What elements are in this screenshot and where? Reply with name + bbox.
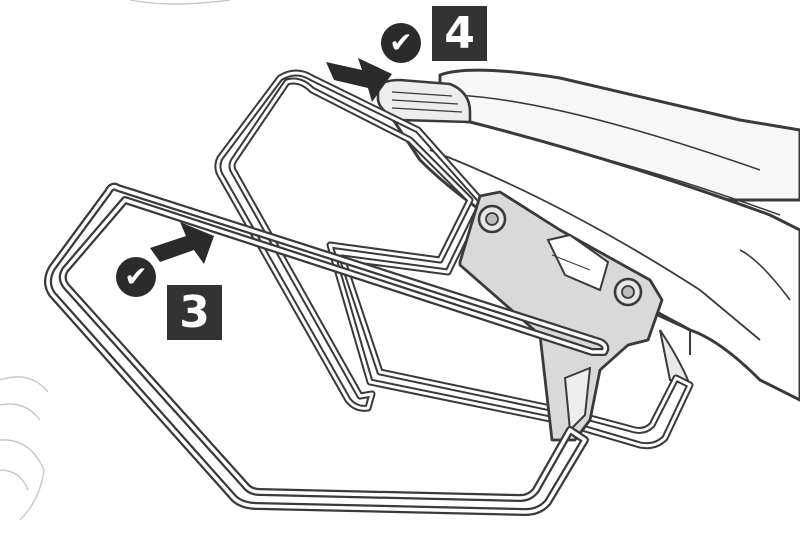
step-number-badge: 3 xyxy=(167,285,222,340)
checkmark-icon: ✔ xyxy=(381,23,421,63)
rear-grab-rail xyxy=(376,78,472,124)
mounting-bracket xyxy=(458,190,664,442)
bike-bodywork-left-sketch xyxy=(0,0,231,521)
bolt-icon xyxy=(477,204,507,234)
push-arrow-icon xyxy=(326,58,392,102)
push-arrow-icon xyxy=(150,222,214,264)
upper-side-frame xyxy=(214,69,694,450)
bolt-icon xyxy=(613,277,643,307)
lower-side-frame xyxy=(44,182,610,516)
step-number-badge: 4 xyxy=(432,6,487,61)
checkmark-icon: ✔ xyxy=(116,257,156,297)
